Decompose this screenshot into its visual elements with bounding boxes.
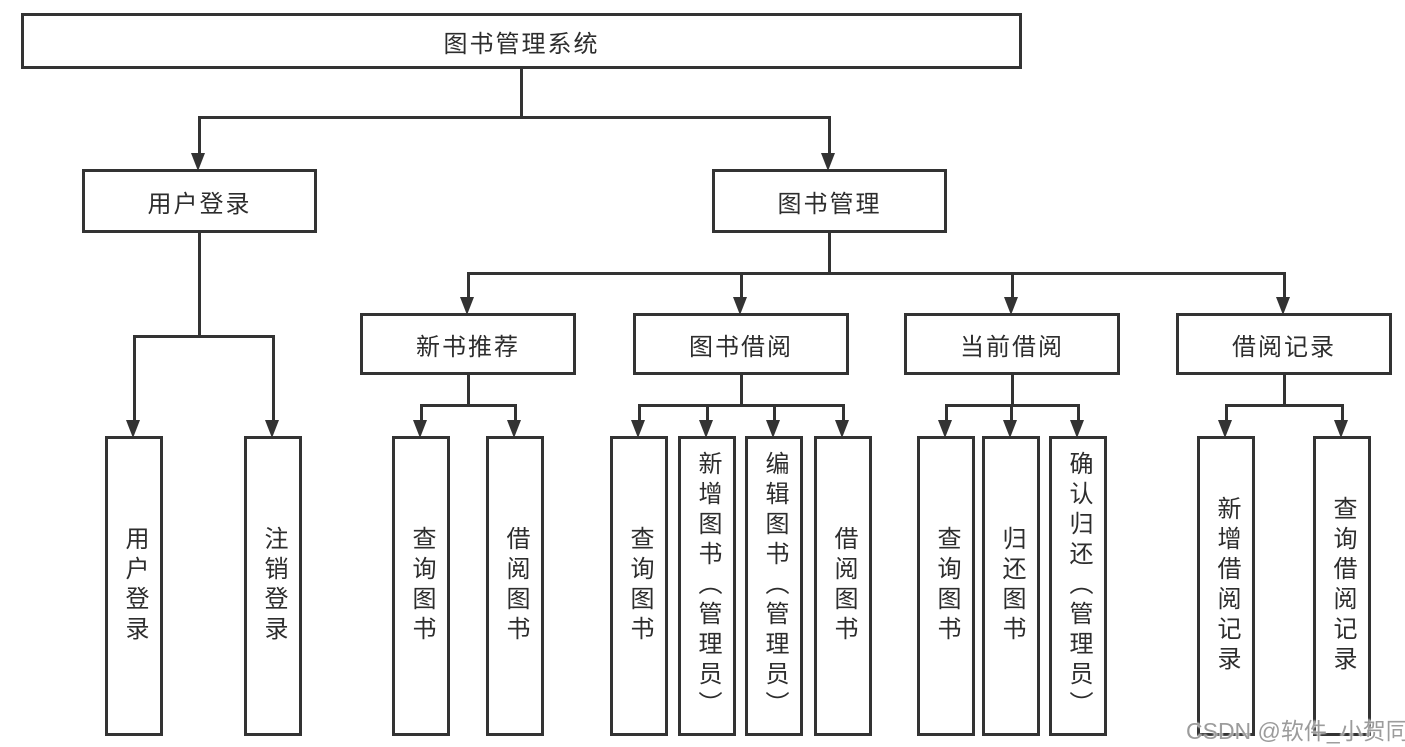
connector-line: [828, 117, 831, 157]
connector-line: [1225, 405, 1228, 424]
connector-line: [467, 272, 1286, 275]
connector-arrowhead: [413, 420, 427, 438]
connector-line: [773, 405, 776, 424]
connector-line: [520, 69, 523, 117]
leaf-nb-query-books: 查询图书: [392, 436, 450, 736]
leaf-bb-edit-book-admin: 编辑图书（管理员）: [745, 436, 803, 736]
watermark-text: CSDN @软件_小贺同学: [1186, 718, 1405, 744]
connector-line: [198, 117, 201, 157]
leaf-cb-query-books: 查询图书: [917, 436, 975, 736]
connector-arrowhead: [938, 420, 952, 438]
connector-arrowhead: [1003, 420, 1017, 438]
connector-line: [1283, 375, 1286, 405]
connector-arrowhead: [126, 420, 140, 438]
connector-arrowhead: [1070, 420, 1084, 438]
node-new-book-recommend: 新书推荐: [360, 313, 576, 375]
connector-line: [198, 116, 831, 119]
connector-arrowhead: [699, 420, 713, 438]
leaf-cb-confirm-return-admin: 确认归还（管理员）: [1049, 436, 1107, 736]
leaf-cb-return-books: 归还图书: [982, 436, 1040, 736]
connector-line: [1011, 273, 1014, 301]
node-user-login: 用户登录: [82, 169, 317, 233]
leaf-bb-borrow-books: 借阅图书: [814, 436, 872, 736]
connector-arrowhead: [1334, 420, 1348, 438]
connector-arrowhead: [835, 420, 849, 438]
connector-line: [1011, 375, 1014, 405]
connector-arrowhead: [733, 297, 747, 315]
connector-line: [638, 404, 845, 407]
connector-arrowhead: [507, 420, 521, 438]
node-book-borrowing: 图书借阅: [633, 313, 849, 375]
connector-line: [1225, 404, 1344, 407]
leaf-nb-borrow-books: 借阅图书: [486, 436, 544, 736]
connector-line: [133, 336, 136, 424]
leaf-br-query-record: 查询借阅记录: [1313, 436, 1371, 736]
connector-line: [1283, 273, 1286, 301]
leaf-user-login: 用户登录: [105, 436, 163, 736]
connector-arrowhead: [460, 297, 474, 315]
connector-line: [133, 335, 275, 338]
connector-line: [740, 375, 743, 405]
connector-line: [1010, 405, 1013, 424]
connector-arrowhead: [1276, 297, 1290, 315]
leaf-bb-query-books: 查询图书: [610, 436, 668, 736]
connector-line: [706, 405, 709, 424]
connector-line: [420, 404, 517, 407]
connector-line: [420, 405, 423, 424]
connector-arrowhead: [1004, 297, 1018, 315]
connector-line: [1077, 405, 1080, 424]
connector-arrowhead: [821, 153, 835, 171]
node-book-management: 图书管理: [712, 169, 947, 233]
connector-line: [272, 336, 275, 424]
connector-line: [945, 405, 948, 424]
connector-line: [514, 405, 517, 424]
node-borrowing-records: 借阅记录: [1176, 313, 1392, 375]
leaf-br-add-record: 新增借阅记录: [1197, 436, 1255, 736]
leaf-bb-add-book-admin: 新增图书（管理员）: [678, 436, 736, 736]
connector-line: [828, 233, 831, 273]
connector-arrowhead: [631, 420, 645, 438]
connector-line: [842, 405, 845, 424]
connector-line: [198, 233, 201, 336]
connector-line: [638, 405, 641, 424]
connector-arrowhead: [191, 153, 205, 171]
node-root: 图书管理系统: [21, 13, 1022, 69]
connector-line: [740, 273, 743, 301]
connector-arrowhead: [1218, 420, 1232, 438]
leaf-logout: 注销登录: [244, 436, 302, 736]
node-current-borrowing: 当前借阅: [904, 313, 1120, 375]
connector-line: [467, 273, 470, 301]
connector-arrowhead: [766, 420, 780, 438]
connector-line: [1341, 405, 1344, 424]
connector-arrowhead: [265, 420, 279, 438]
connector-line: [467, 375, 470, 405]
